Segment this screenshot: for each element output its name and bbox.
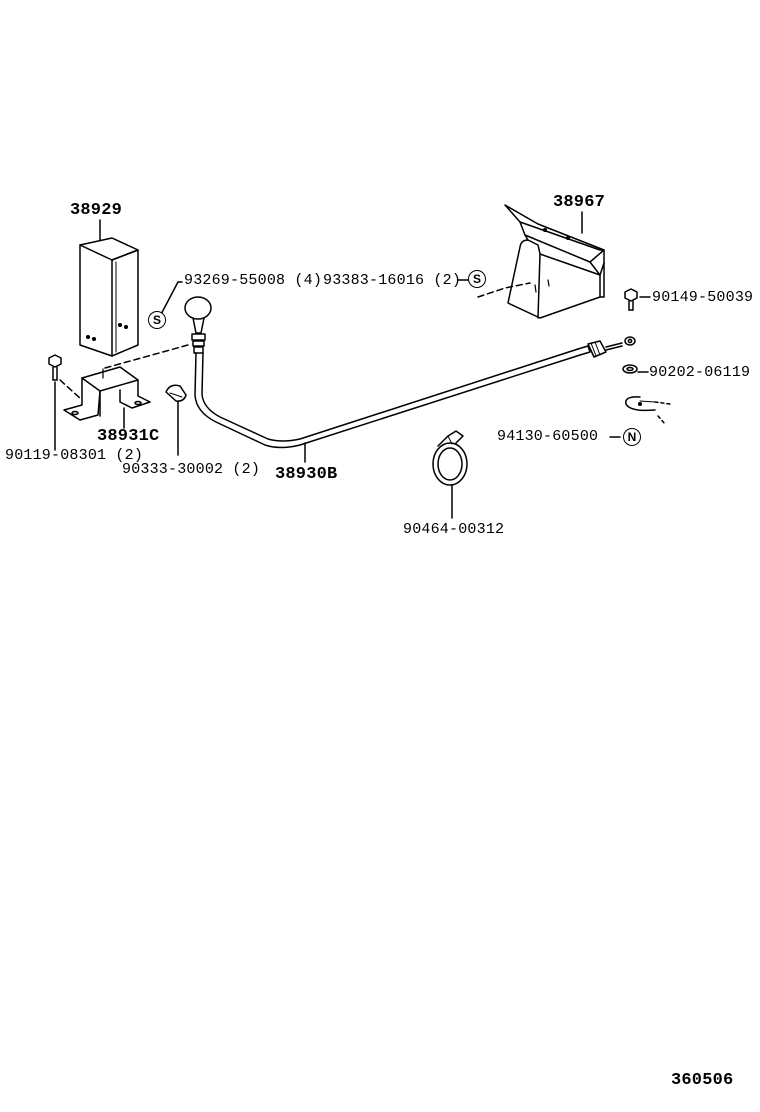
diagram-id: 360506 [671, 1071, 734, 1090]
bolt-90149 [625, 289, 650, 310]
dash-knob-bracket [105, 345, 188, 368]
part-label-38929: 38929 [70, 201, 123, 220]
clip-94130 [610, 397, 670, 437]
washer-90202 [623, 365, 648, 373]
part-label-90149: 90149-50039 [652, 289, 754, 306]
bracket-38931c [64, 367, 150, 428]
part-label-38967: 38967 [553, 193, 606, 212]
n-badge-icon: N [623, 428, 641, 446]
s-badge-icon: S [468, 270, 486, 288]
part-label-90333: 90333-30002 (2) [122, 461, 261, 478]
part-label-38931c: 38931C [97, 427, 160, 446]
part-label-90119: 90119-08301 (2) [5, 447, 144, 464]
bracket-38967 [478, 205, 604, 318]
part-label-90202: 90202-06119 [649, 364, 751, 381]
part-label-93383: 93383-16016 (2) [323, 272, 462, 289]
leader-93269 [158, 282, 182, 320]
bracket-38929 [80, 220, 138, 356]
part-label-38930b: 38930B [275, 465, 338, 484]
hood-release-cable-38930b [185, 297, 635, 462]
part-label-93269: 93269-55008 (4) [184, 272, 323, 289]
bolt-90119 [49, 355, 82, 450]
grommet-90333 [166, 385, 186, 455]
s-badge-icon: S [148, 311, 166, 329]
part-label-90464: 90464-00312 [403, 521, 505, 538]
hose-clamp-90464 [433, 431, 467, 518]
part-label-94130: 94130-60500 [497, 428, 599, 445]
